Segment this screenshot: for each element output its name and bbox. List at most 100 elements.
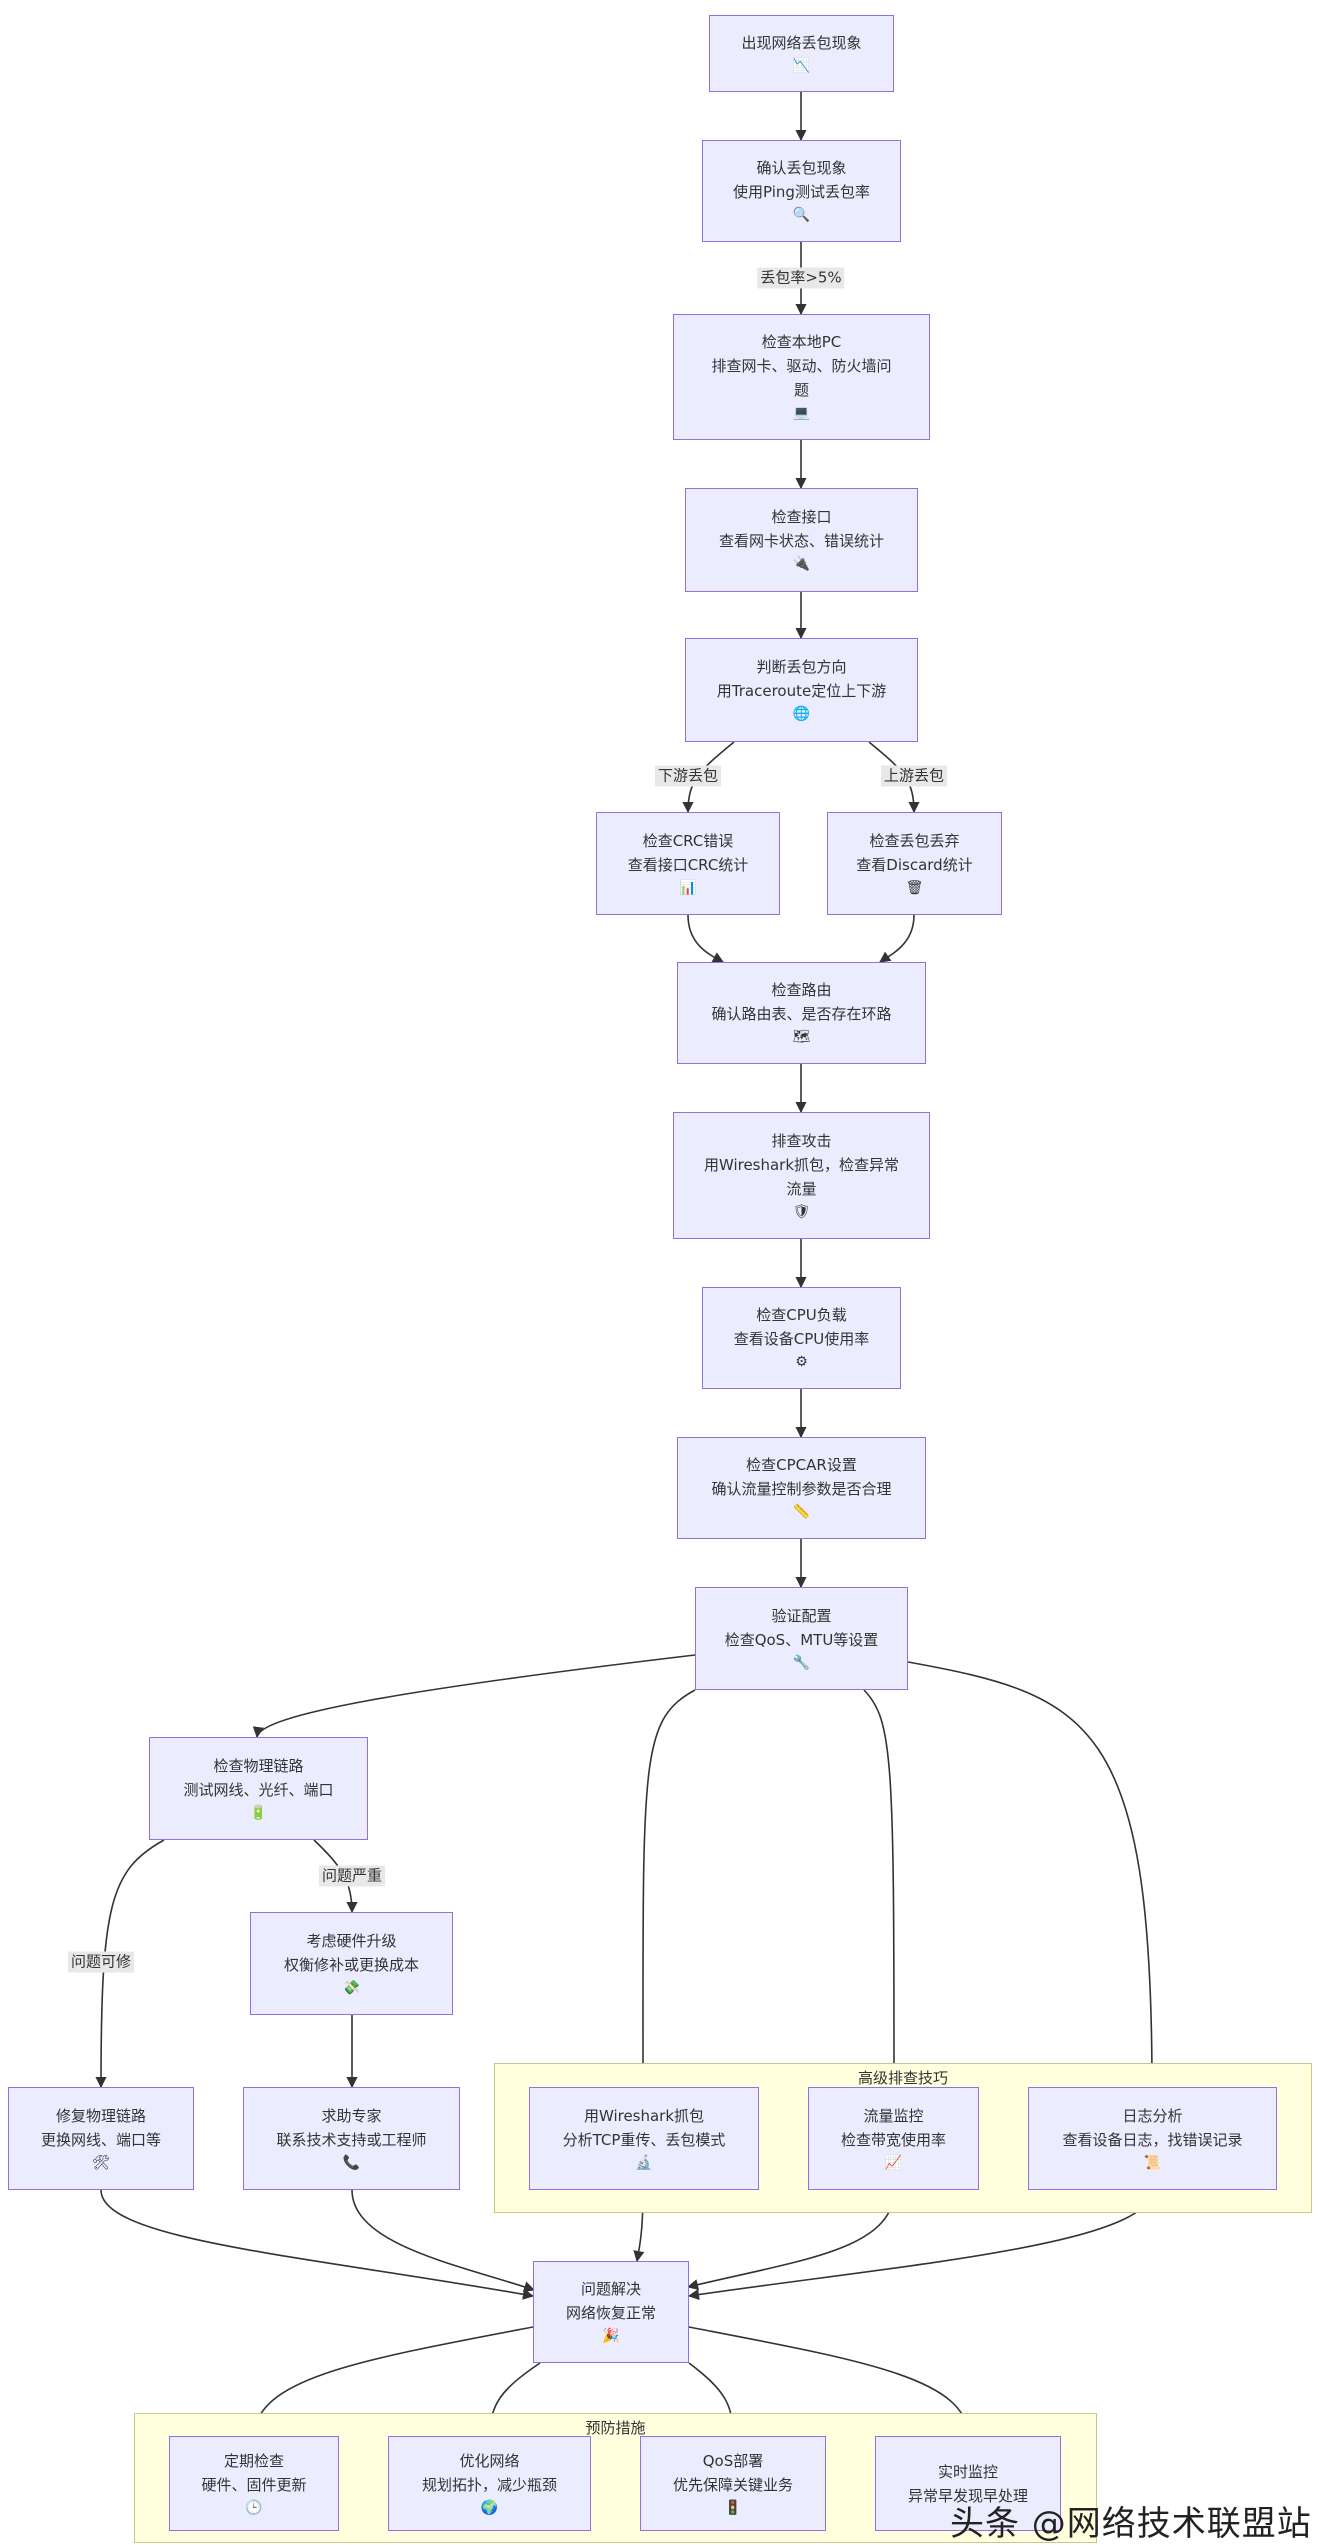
node-attack-title: 排查攻击 [771, 1131, 832, 1150]
traffic-light-icon: 🚦 [724, 2499, 742, 2516]
clock-icon: 🕒 [245, 2499, 263, 2516]
edge-verify-log [907, 1661, 1158, 2089]
node-phys-title: 检查物理链路 [213, 1756, 304, 1775]
node-iface[interactable]: 检查接口 查看网卡状态、错误统计 🔌 [685, 488, 918, 592]
node-localpc-desc-cont: 题 [793, 381, 809, 399]
node-qos-desc: 优先保障关键业务 [672, 2475, 793, 2494]
scroll-icon: 📜 [1143, 2154, 1162, 2171]
node-optimize-desc: 规划拓扑，减少瓶颈 [421, 2475, 557, 2494]
node-regular-title: 定期检查 [223, 2451, 284, 2470]
cluster-advanced-title: 高级排查技巧 [857, 2069, 948, 2087]
node-fix[interactable]: 修复物理链路 更换网线、端口等 🛠 [8, 2087, 194, 2190]
node-realtime-desc: 异常早发现早处理 [907, 2486, 1028, 2505]
plug-icon: 🔌 [792, 556, 811, 572]
node-traffic[interactable]: 流量监控 检查带宽使用率 📈 [808, 2087, 979, 2190]
node-qos-title: QoS部署 [702, 2451, 764, 2470]
node-attack[interactable]: 排查攻击 用Wireshark抓包，检查异常 流量 🛡 [673, 1112, 930, 1239]
node-regular-desc: 硬件、固件更新 [201, 2475, 307, 2494]
gear-icon: ⚙ [795, 1354, 808, 1370]
node-log-desc: 查看设备日志，找错误记录 [1062, 2130, 1243, 2149]
edge-label-serious: 问题严重 [318, 1865, 386, 1887]
chart-increasing-icon: 📈 [884, 2154, 903, 2171]
node-regular[interactable]: 定期检查 硬件、固件更新 🕒 [169, 2436, 339, 2531]
node-attack-desc: 用Wireshark抓包，检查异常 [703, 1155, 900, 1174]
node-crc[interactable]: 检查CRC错误 查看接口CRC统计 📊 [596, 812, 780, 915]
map-icon: 🗺 [792, 1029, 811, 1045]
microscope-icon: 🔬 [635, 2154, 653, 2171]
edge-label-downstream: 下游丢包 [654, 765, 722, 787]
edge-crc-route [687, 914, 724, 963]
node-localpc-desc: 排查网卡、驱动、防火墙问 [711, 357, 892, 375]
node-expert[interactable]: 求助专家 联系技术支持或工程师 📞 [243, 2087, 460, 2190]
bar-chart-icon: 📊 [679, 879, 697, 896]
node-crc-title: 检查CRC错误 [642, 831, 734, 850]
globe-icon: 🌐 [792, 706, 811, 722]
edge-label-loss-rate: 丢包率>5% [757, 267, 845, 289]
magnifier-icon: 🔍 [792, 207, 811, 223]
node-direction[interactable]: 判断丢包方向 用Traceroute定位上下游 🌐 [685, 638, 918, 742]
node-wireshark-desc: 分析TCP重传、丢包模式 [562, 2130, 726, 2149]
watermark: 头条 @网络技术联盟站 [950, 2504, 1312, 2544]
node-route-title: 检查路由 [771, 981, 832, 999]
node-discard[interactable]: 检查丢包丢弃 查看Discard统计 🗑 [827, 812, 1002, 915]
node-hardware-desc: 权衡修补或更换成本 [283, 1955, 419, 1974]
node-route-desc: 确认路由表、是否存在环路 [711, 1005, 892, 1023]
edge-label-repairable: 问题可修 [67, 1951, 135, 1973]
node-resolved-title: 问题解决 [580, 2280, 641, 2298]
edge-fix-resolved [100, 2189, 535, 2300]
node-hardware[interactable]: 考虑硬件升级 权衡修补或更换成本 💸 [250, 1912, 453, 2015]
edge-expert-resolved [351, 2189, 536, 2293]
chart-decreasing-icon: 📉 [792, 57, 811, 74]
node-wireshark-title: 用Wireshark抓包 [583, 2106, 705, 2125]
wrench-icon: 🔧 [792, 1654, 811, 1671]
node-cpu[interactable]: 检查CPU负载 查看设备CPU使用率 ⚙ [702, 1287, 901, 1389]
edge-verify-wireshark [637, 1689, 696, 2089]
node-direction-title: 判断丢包方向 [756, 658, 847, 676]
node-expert-title: 求助专家 [321, 2106, 382, 2125]
node-cpcar-desc: 确认流量控制参数是否合理 [711, 1480, 892, 1498]
node-realtime[interactable]: 实时监控 异常早发现早处理 [875, 2436, 1061, 2531]
tools-icon: 🛠 [92, 2154, 110, 2171]
node-confirm[interactable]: 确认丢包现象 使用Ping测试丢包率 🔍 [702, 140, 901, 242]
node-phys[interactable]: 检查物理链路 测试网线、光纤、端口 🔋 [149, 1737, 368, 1840]
node-resolved-desc: 网络恢复正常 [565, 2304, 656, 2322]
node-realtime-title: 实时监控 [937, 2462, 998, 2481]
phone-icon: 📞 [342, 2154, 361, 2171]
node-discard-title: 检查丢包丢弃 [869, 831, 960, 850]
node-hardware-title: 考虑硬件升级 [306, 1931, 397, 1950]
edge-label-upstream: 上游丢包 [880, 765, 948, 787]
node-cpu-title: 检查CPU负载 [756, 1306, 847, 1324]
node-optimize-title: 优化网络 [459, 2451, 520, 2470]
node-start[interactable]: 出现网络丢包现象 📉 [709, 15, 894, 92]
node-expert-desc: 联系技术支持或工程师 [276, 2130, 427, 2149]
node-cpcar-title: 检查CPCAR设置 [746, 1456, 857, 1474]
node-localpc[interactable]: 检查本地PC 排查网卡、驱动、防火墙问 题 💻 [673, 314, 930, 440]
node-cpcar[interactable]: 检查CPCAR设置 确认流量控制参数是否合理 📏 [677, 1437, 926, 1539]
node-discard-desc: 查看Discard统计 [856, 855, 973, 874]
node-verify-title: 验证配置 [771, 1606, 832, 1625]
node-wireshark[interactable]: 用Wireshark抓包 分析TCP重传、丢包模式 🔬 [529, 2087, 759, 2190]
edge-verify-phys [252, 1654, 696, 1739]
node-confirm-title: 确认丢包现象 [756, 159, 847, 177]
node-verify[interactable]: 验证配置 检查QoS、MTU等设置 🔧 [695, 1587, 908, 1690]
node-log[interactable]: 日志分析 查看设备日志，找错误记录 📜 [1028, 2087, 1277, 2190]
node-iface-title: 检查接口 [771, 508, 832, 526]
node-route[interactable]: 检查路由 确认路由表、是否存在环路 🗺 [677, 962, 926, 1064]
node-resolved[interactable]: 问题解决 网络恢复正常 🎉 [533, 2261, 689, 2363]
node-qos[interactable]: QoS部署 优先保障关键业务 🚦 [640, 2436, 826, 2531]
node-phys-desc: 测试网线、光纤、端口 [183, 1780, 334, 1799]
node-fix-desc: 更换网线、端口等 [40, 2130, 161, 2149]
node-optimize[interactable]: 优化网络 规划拓扑，减少瓶颈 🌍 [388, 2436, 591, 2531]
edge-discard-route [879, 914, 915, 963]
node-start-title: 出现网络丢包现象 [741, 33, 862, 52]
shield-icon: 🛡 [792, 1203, 811, 1220]
node-crc-desc: 查看接口CRC统计 [627, 855, 749, 874]
node-localpc-title: 检查本地PC [761, 333, 842, 351]
money-icon: 💸 [342, 1979, 361, 1996]
node-confirm-desc: 使用Ping测试丢包率 [733, 183, 870, 201]
node-iface-desc: 查看网卡状态、错误统计 [718, 532, 884, 550]
node-log-title: 日志分析 [1122, 2106, 1183, 2125]
node-fix-title: 修复物理链路 [55, 2106, 146, 2125]
node-verify-desc: 检查QoS、MTU等设置 [724, 1630, 879, 1649]
